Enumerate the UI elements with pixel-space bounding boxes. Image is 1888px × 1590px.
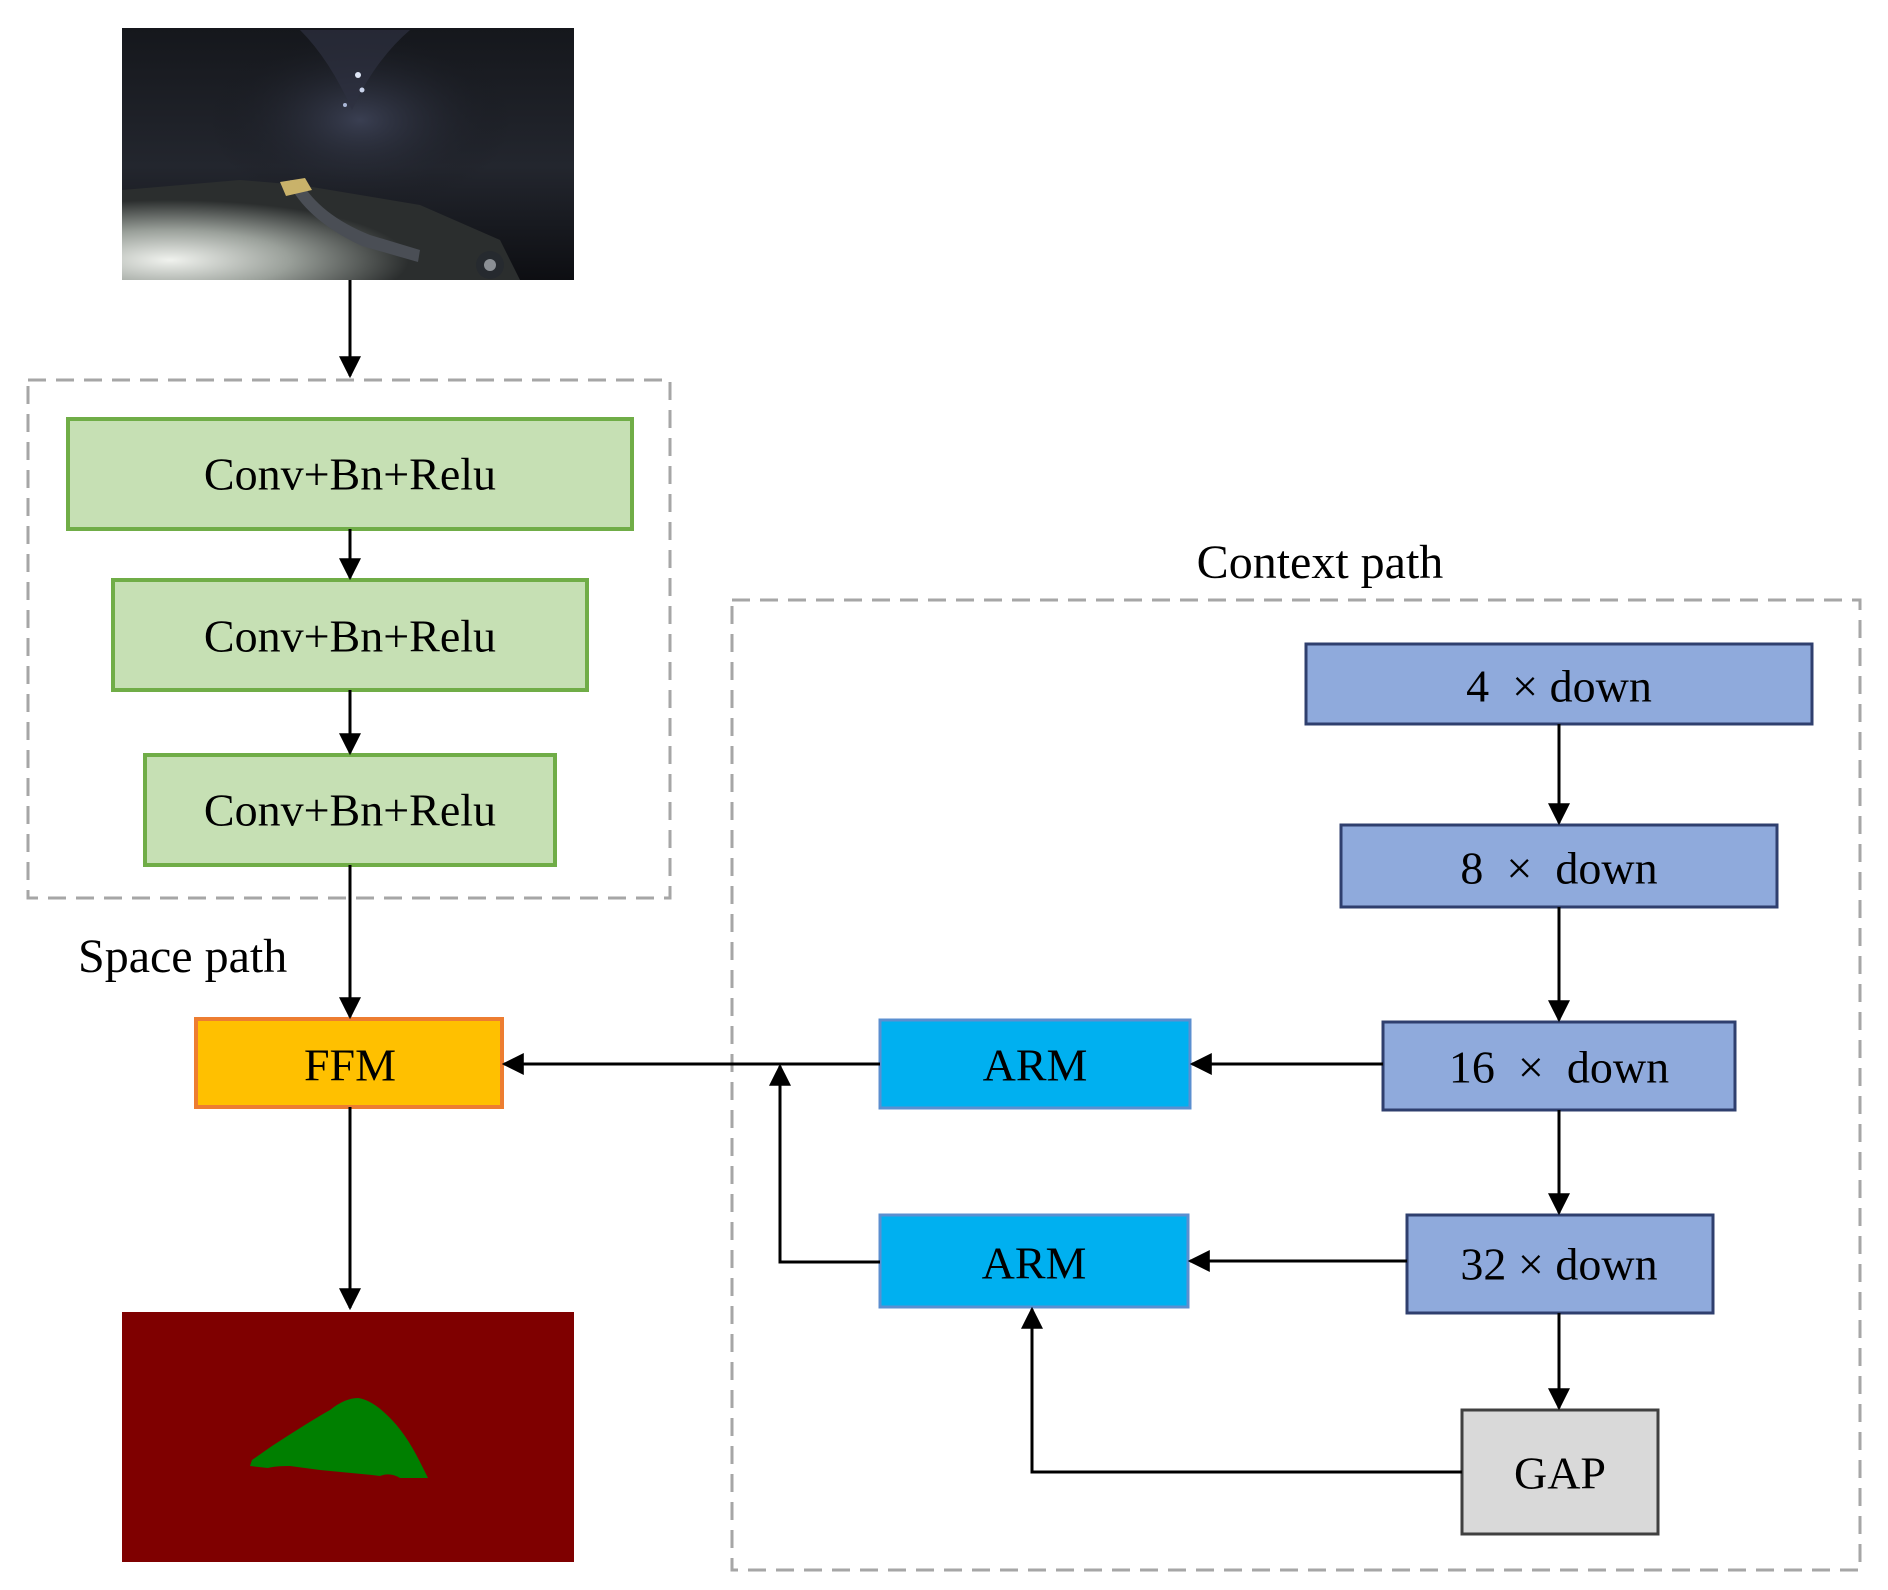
space-path-container [26,378,672,900]
input-image [122,28,574,280]
down-block-32x: 32 × down [1405,1213,1715,1315]
down-block-16x: 16 × down [1381,1020,1737,1112]
gap-label: GAP [1514,1448,1606,1499]
down-32x-label: 32 × down [1460,1239,1657,1290]
arm-block-upper: ARM [878,1018,1192,1110]
arm-block-lower: ARM [878,1213,1190,1309]
context-path-container [730,598,1862,1572]
conv-block-3: Conv+Bn+Relu [143,753,557,867]
gap-block: GAP [1460,1408,1660,1536]
ffm-label: FFM [304,1040,396,1091]
output-mask [122,1312,574,1562]
down-block-8x: 8 × down [1339,823,1779,909]
down-4x-label: 4 × down [1466,661,1652,712]
conv-block-2-label: Conv+Bn+Relu [204,611,496,662]
arrow-arm-lower-merge [769,1063,880,1264]
ffm-block: FFM [194,1017,504,1109]
down-block-4x: 4 × down [1304,642,1814,726]
conv-block-1: Conv+Bn+Relu [66,417,634,531]
conv-block-1-label: Conv+Bn+Relu [204,449,496,500]
conv-block-2: Conv+Bn+Relu [111,578,589,692]
space-path-label: Space path [78,930,287,983]
context-path-label: Context path [1197,536,1444,589]
arm-lower-label: ARM [982,1238,1087,1289]
down-8x-label: 8 × down [1460,843,1657,894]
conv-block-3-label: Conv+Bn+Relu [204,785,496,836]
arm-upper-label: ARM [983,1040,1088,1091]
arrow-gap-to-arm-lower [1021,1306,1462,1474]
down-16x-label: 16 × down [1449,1042,1669,1093]
